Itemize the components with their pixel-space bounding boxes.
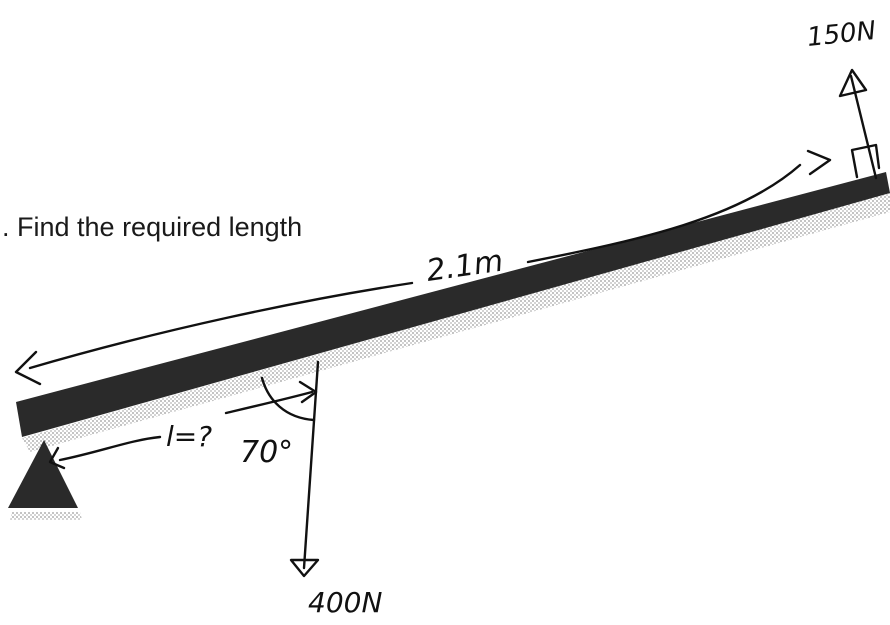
- beam-shadow: [22, 192, 890, 452]
- length-dimension-left: [28, 281, 414, 370]
- distance-dimension-right: [224, 390, 314, 415]
- left-arrowhead: [14, 350, 42, 386]
- force-up-label: 150N: [806, 16, 878, 53]
- distance-left-arrowhead: [48, 446, 66, 470]
- right-angle-marker: [850, 143, 881, 179]
- distance-right-arrowhead: [298, 380, 318, 404]
- beam: [16, 172, 890, 437]
- pin-support: [8, 440, 78, 508]
- angle-arc: [260, 376, 316, 422]
- angle-label: 70°: [240, 435, 293, 470]
- distance-label: l=?: [166, 420, 212, 453]
- force-down-label: 400N: [308, 586, 382, 619]
- force-down-arrowhead: [289, 558, 320, 578]
- problem-text: . Find the required length: [2, 212, 302, 242]
- length-dimension-right: [526, 163, 802, 264]
- force-arrow-down: [302, 360, 320, 570]
- right-arrowhead: [806, 149, 832, 176]
- distance-dimension-left: [58, 435, 162, 462]
- support-shadow: [10, 512, 82, 520]
- force-up-arrowhead: [838, 68, 868, 98]
